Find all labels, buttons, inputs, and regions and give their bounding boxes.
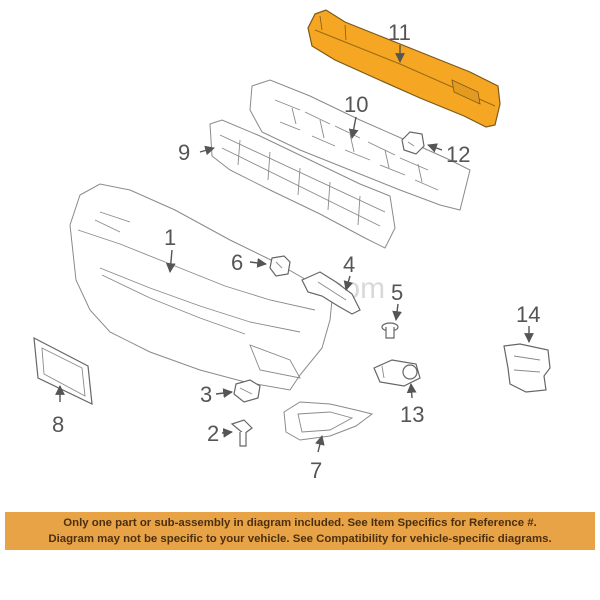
- disclaimer-line-2: Diagram may not be specific to your vehi…: [48, 533, 552, 545]
- side-bracket-part[interactable]: [301, 271, 361, 315]
- bolt-part-12[interactable]: [401, 131, 425, 155]
- callout-4: 4: [343, 252, 355, 277]
- callout-11: 11: [388, 20, 411, 45]
- callout-9: 9: [178, 140, 190, 165]
- callout-3: 3: [200, 382, 212, 407]
- license-bracket-part[interactable]: [33, 336, 93, 406]
- callout-2: 2: [207, 421, 219, 446]
- screw-part[interactable]: [230, 419, 253, 447]
- callout-6: 6: [231, 250, 243, 275]
- retainer-clip-part[interactable]: [233, 379, 261, 403]
- reinforcement-beam-part[interactable]: [307, 9, 501, 128]
- energy-absorber-part[interactable]: [249, 79, 471, 211]
- grille-part[interactable]: [209, 119, 396, 249]
- callout-5: 5: [391, 280, 403, 305]
- push-pin-part[interactable]: [381, 322, 399, 339]
- callout-8: 8: [52, 412, 64, 437]
- parking-sensor-part[interactable]: [373, 359, 421, 387]
- callout-13: 13: [400, 402, 424, 427]
- mount-bracket-part[interactable]: [503, 343, 551, 393]
- clip-part-6[interactable]: [269, 255, 291, 277]
- disclaimer-banner: Only one part or sub-assembly in diagram…: [5, 512, 595, 550]
- callout-12: 12: [446, 142, 470, 167]
- callout-1: 1: [164, 225, 176, 250]
- callout-7: 7: [310, 458, 322, 483]
- bumper-cover-part[interactable]: [69, 183, 333, 391]
- callout-10: 10: [344, 92, 368, 117]
- fog-lamp-bezel-part[interactable]: [283, 401, 374, 441]
- disclaimer-line-1: Only one part or sub-assembly in diagram…: [63, 517, 537, 529]
- callout-14: 14: [516, 302, 540, 327]
